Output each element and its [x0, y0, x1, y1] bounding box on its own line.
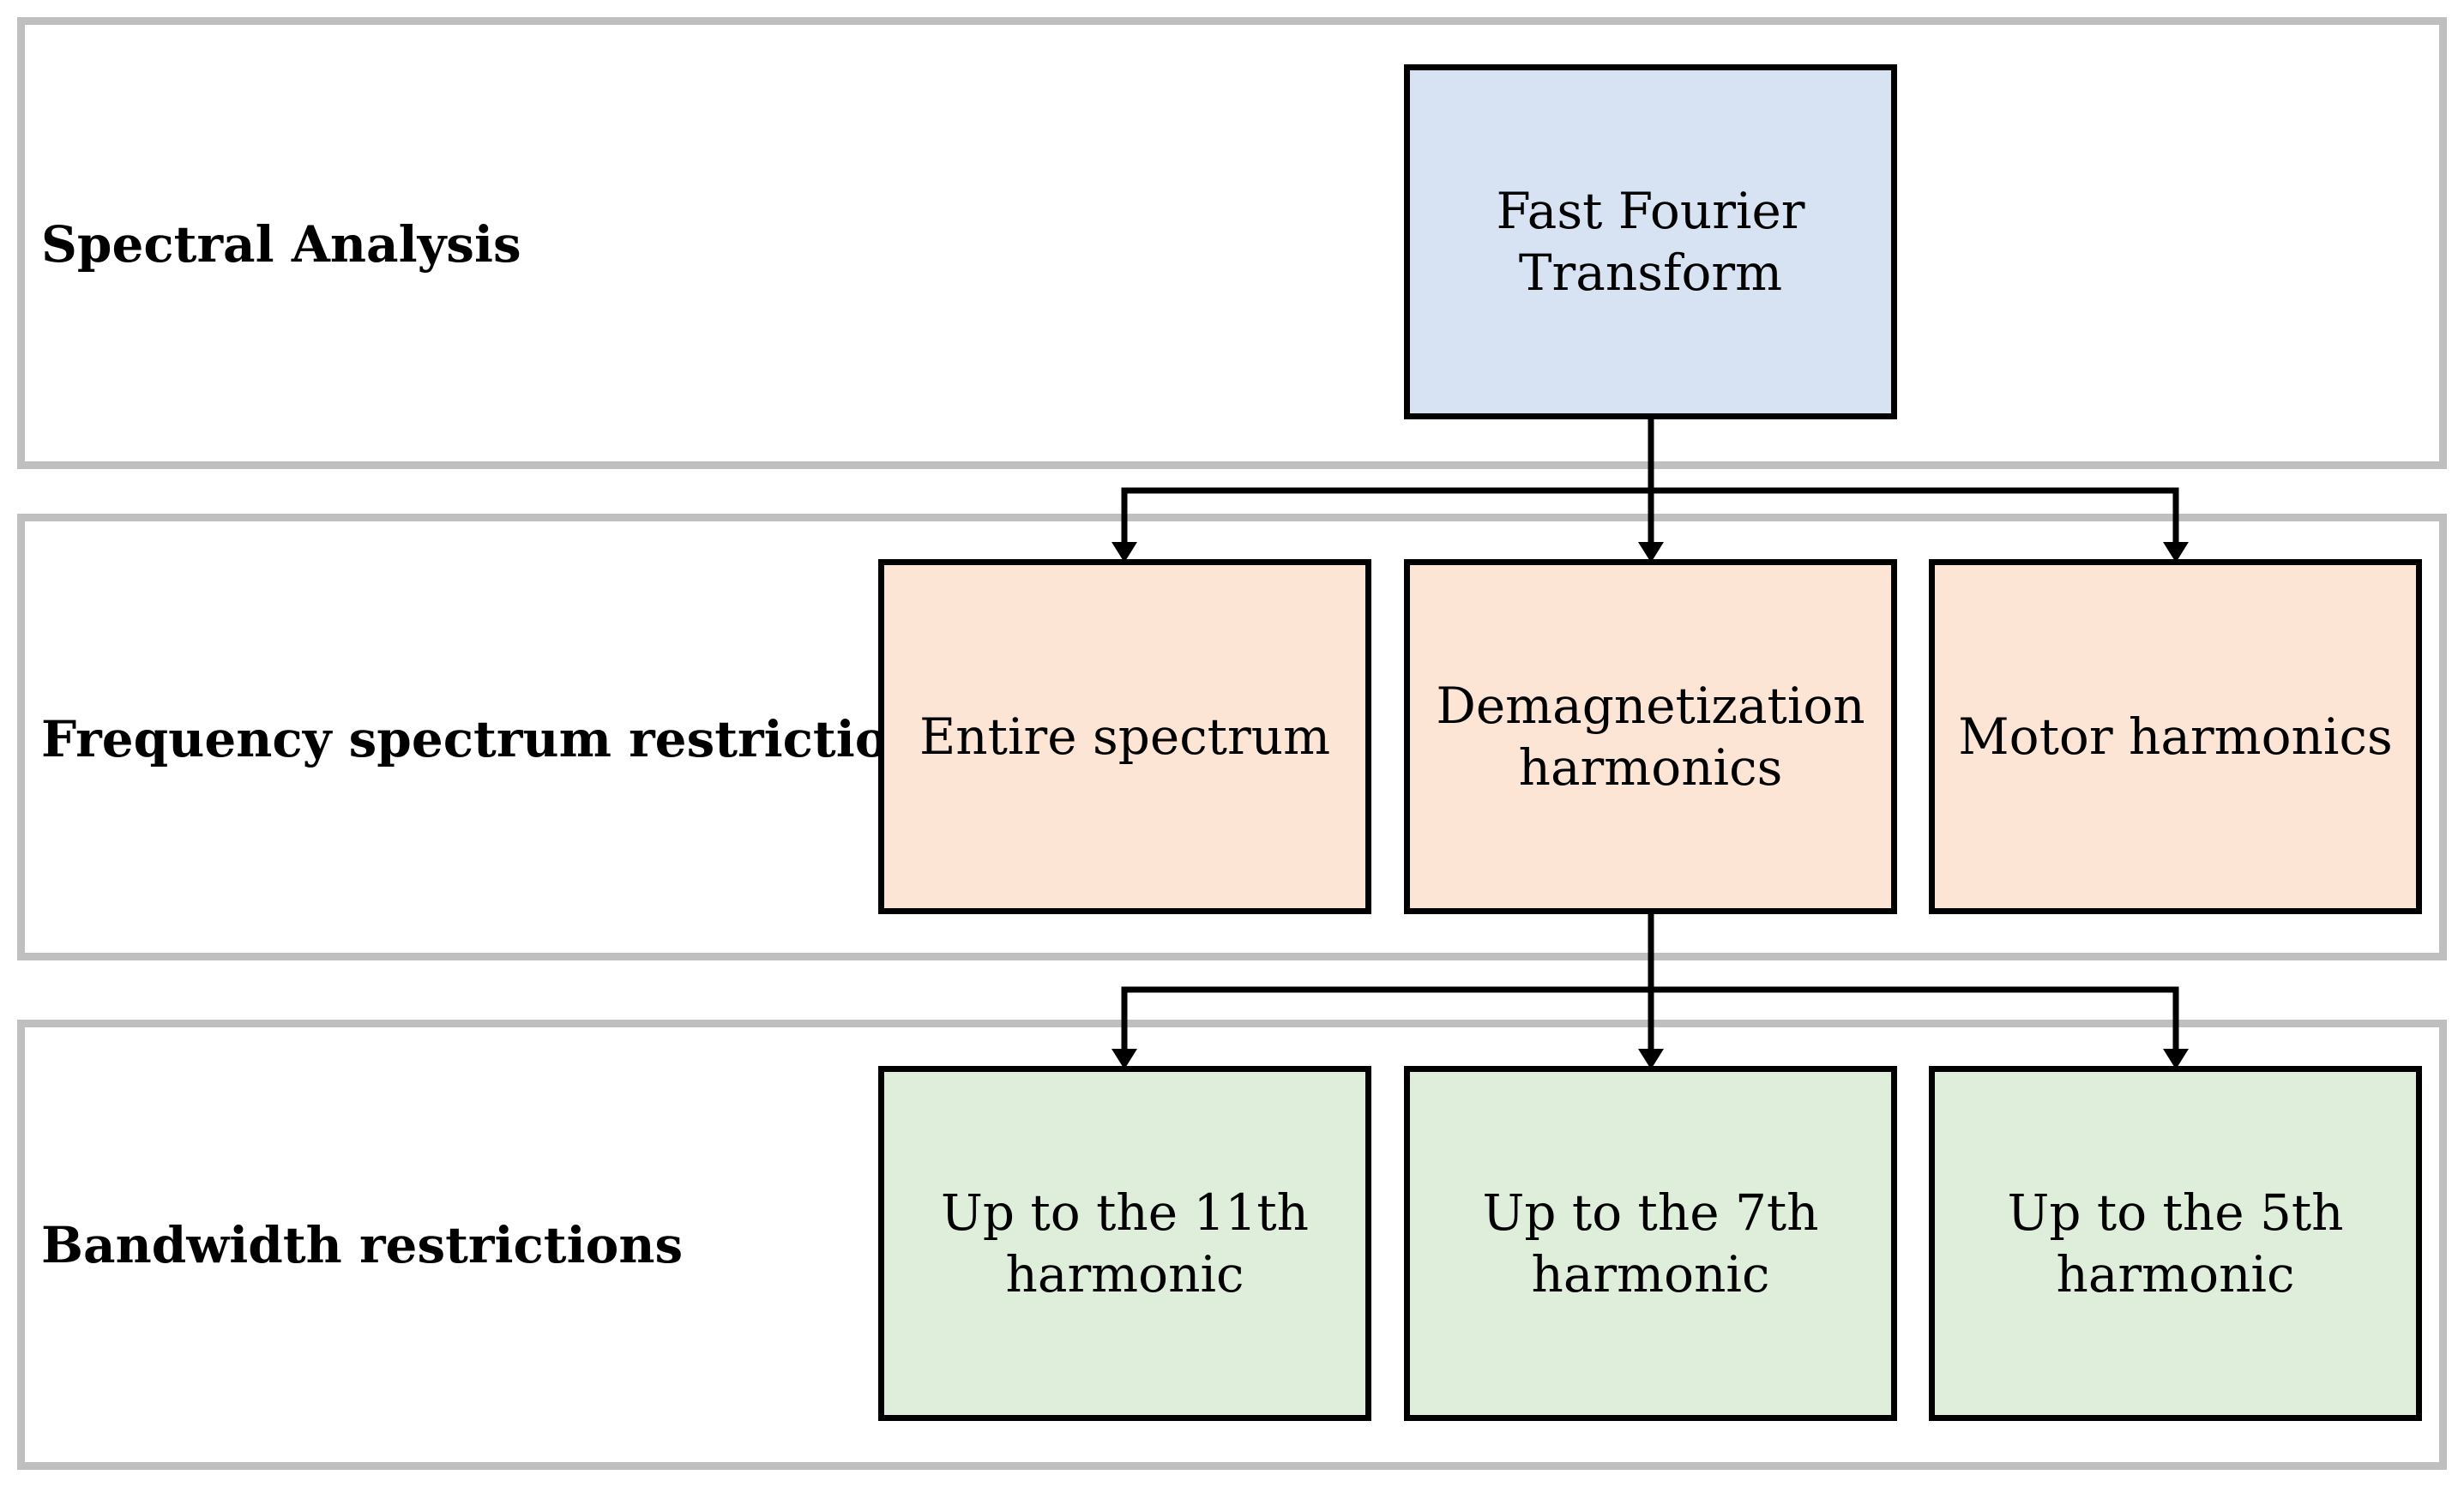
demagnetization-harmonics-node: Demagnetization harmonics: [1404, 559, 1897, 914]
arrowhead-h5: [2163, 1049, 2189, 1069]
entire-spectrum-node: Entire spectrum: [878, 559, 1371, 914]
motor-harmonics-node: Motor harmonics: [1929, 559, 2422, 914]
arrowhead-demag: [1638, 542, 1664, 563]
arrowhead-h7: [1638, 1049, 1664, 1069]
bandwidth-restrictions-label: Bandwidth restrictions: [41, 1216, 684, 1274]
up-to-7th-harmonic-node: Up to the 7th harmonic: [1404, 1066, 1897, 1421]
up-to-5th-harmonic-node: Up to the 5th harmonic: [1929, 1066, 2422, 1421]
up-to-11th-harmonic-node: Up to the 11th harmonic: [878, 1066, 1371, 1421]
arrowhead-entire: [1112, 542, 1137, 563]
fft-node: Fast Fourier Transform: [1404, 64, 1897, 419]
arrowhead-motor: [2163, 542, 2189, 563]
frequency-restrictions-label: Frequency spectrum restrictions: [41, 710, 953, 768]
arrowhead-h11: [1112, 1049, 1137, 1069]
spectral-analysis-label: Spectral Analysis: [41, 215, 521, 274]
spectral-analysis-band: [17, 17, 2447, 469]
